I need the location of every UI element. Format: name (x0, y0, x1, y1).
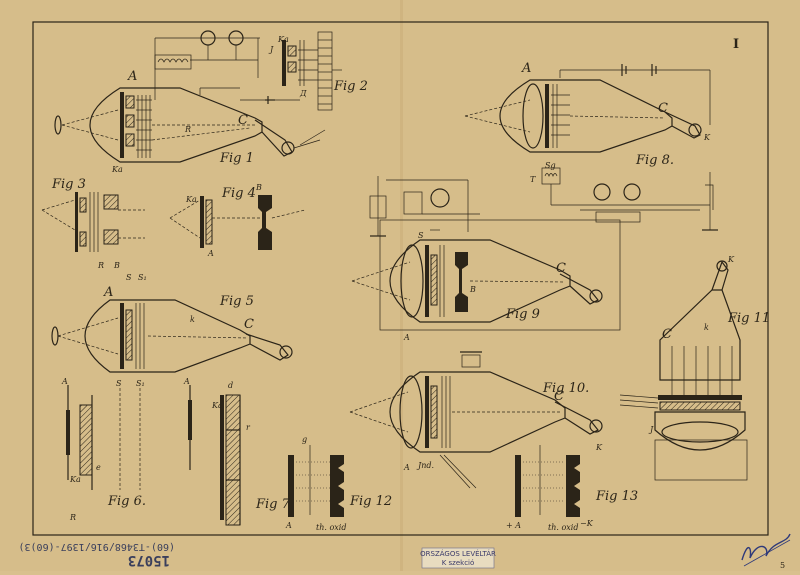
fig-7-detail (220, 394, 241, 526)
fig6-letter-ka: Ka (69, 475, 81, 484)
fig9-letter-a: A (403, 333, 410, 342)
fig11-letter-c: C (662, 327, 672, 342)
fig8-letter-a: A (521, 61, 531, 76)
fig-8-circuit (541, 167, 718, 231)
archive-stamp-line1: ORSZÁGOS LEVÉLTÁR (420, 549, 496, 558)
fig6-letter-e: e (96, 463, 101, 472)
fig7-label: Fig 7 (255, 497, 291, 512)
fig2-letter-d: Д (299, 89, 307, 98)
fig-3-detail (41, 192, 145, 252)
fig8-letter-sg: Sg (545, 161, 556, 170)
fig4-letter-b: B (255, 183, 262, 192)
fig10-letter-c: C (554, 389, 564, 404)
fig5-letter-a: A (103, 285, 113, 300)
fig6-letter-s1: S₁ (136, 379, 145, 388)
fig-1-tube (54, 87, 326, 163)
fig9-letter-b: B (469, 285, 476, 294)
fig1-letter-r: R (184, 125, 191, 134)
signature (741, 533, 791, 567)
fig4-letter-a: A (207, 249, 214, 258)
fig-6-detail (66, 385, 192, 490)
fig12-letter-a: A (285, 521, 292, 530)
fig2-letter-ka: Ka (277, 35, 289, 44)
fig3-letter-r: R (97, 261, 104, 270)
fig12-thoxid: th. oxid (316, 523, 346, 532)
fig5-label: Fig 5 (219, 294, 254, 309)
fig11-letter-j: J (648, 425, 654, 434)
archive-stamp-line2: K szekció (442, 559, 475, 567)
fig-12-detail (288, 445, 344, 517)
fig-4-detail (169, 195, 306, 250)
drawing-frame (32, 21, 769, 536)
fig-9-tube (351, 219, 621, 331)
fig13-letter-plus-a: + A (506, 521, 521, 530)
fig8-letter-t: T (530, 175, 536, 184)
fig10-label: Fig 10. (542, 381, 589, 396)
fig2-label: Fig 2 (333, 79, 368, 94)
fig8-letter-c: C (658, 101, 668, 116)
fig5-letter-c: C (244, 317, 254, 332)
catalog-number: (60)-T3468/916/1397-(60)3) (18, 541, 175, 552)
fig8-label: Fig 8. (635, 153, 674, 168)
fig-1-circuit (154, 30, 260, 100)
fig5-letter-k: k (190, 315, 195, 324)
fig3-letter-b: B (113, 261, 120, 270)
archive-stamp (421, 547, 495, 569)
fig5-letter-s: S (126, 273, 132, 282)
fig12-letter-g: g (302, 435, 307, 444)
fig1-letter-a: A (127, 69, 137, 84)
stamp-number: 15073 (128, 552, 170, 568)
fig13-label: Fig 13 (595, 489, 638, 504)
fig5-letter-s1: S₁ (138, 273, 147, 282)
fig-8-tube (464, 64, 711, 153)
fig-11-tube (619, 260, 748, 481)
fig11-letter-k: K (727, 255, 735, 264)
fig6-letter-a2: A (183, 377, 190, 386)
fig1-label: Fig 1 (219, 151, 254, 166)
fig7-letter-d: d (228, 381, 233, 390)
fig6-letter-s: S (116, 379, 122, 388)
fig8-letter-k: K (703, 133, 711, 142)
fig9-letter-c: C (556, 261, 566, 276)
fig6-letter-a: A (61, 377, 68, 386)
fig7-letter-r: r (246, 423, 251, 432)
fig11-letter-k2: k (704, 323, 709, 332)
fig12-label: Fig 12 (349, 494, 392, 509)
fig-5-tube (51, 299, 293, 373)
fig4-letter-ka: Ka (185, 195, 197, 204)
fig3-label: Fig 3 (51, 177, 86, 192)
fig10-letter-a: A (403, 463, 410, 472)
fig4-label: Fig 4 (221, 186, 256, 201)
fig-9-circuit (369, 176, 480, 237)
fig-10-tube (349, 351, 603, 489)
fig1-letter-ka: Ka (111, 165, 123, 174)
fig9-label: Fig 9 (505, 307, 540, 322)
sheet-number: I (733, 37, 739, 52)
fig13-letter-minus-k: −K (580, 519, 594, 528)
fig1-letter-c: C (238, 113, 248, 128)
fig11-label: Fig 11 (727, 311, 770, 326)
fig6-label: Fig 6. (107, 494, 146, 509)
page-mark: 5 (780, 561, 785, 570)
fig9-letter-s: S (418, 231, 424, 240)
fig-2-electrode (282, 31, 342, 111)
fig6-letter-r: R (69, 513, 76, 522)
fig7-letter-ka: Ka (211, 401, 223, 410)
fig13-thoxid: th. oxid (548, 523, 578, 532)
fig2-letter-j: J (268, 45, 274, 54)
fig10-letter-k: K (595, 443, 603, 452)
fig10-letter-jnd: Jnd. (416, 461, 434, 470)
fig-13-detail (515, 445, 580, 517)
